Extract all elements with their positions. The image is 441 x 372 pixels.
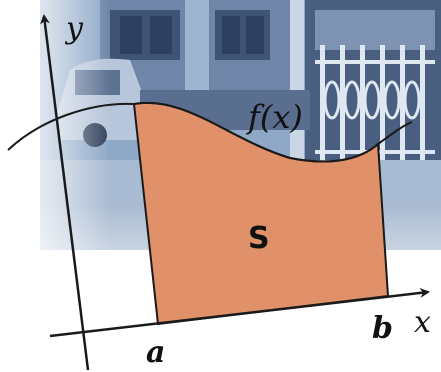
x-axis: [49, 287, 430, 338]
x-axis-label: x: [414, 305, 431, 340]
function-label: f(x): [246, 98, 303, 136]
y-axis: [40, 14, 90, 371]
upper-bound-label: b: [372, 311, 393, 346]
function-curve: [7, 101, 413, 163]
y-axis-label: y: [64, 11, 84, 46]
area-label: S: [248, 221, 270, 256]
lower-bound-label: a: [146, 335, 165, 370]
